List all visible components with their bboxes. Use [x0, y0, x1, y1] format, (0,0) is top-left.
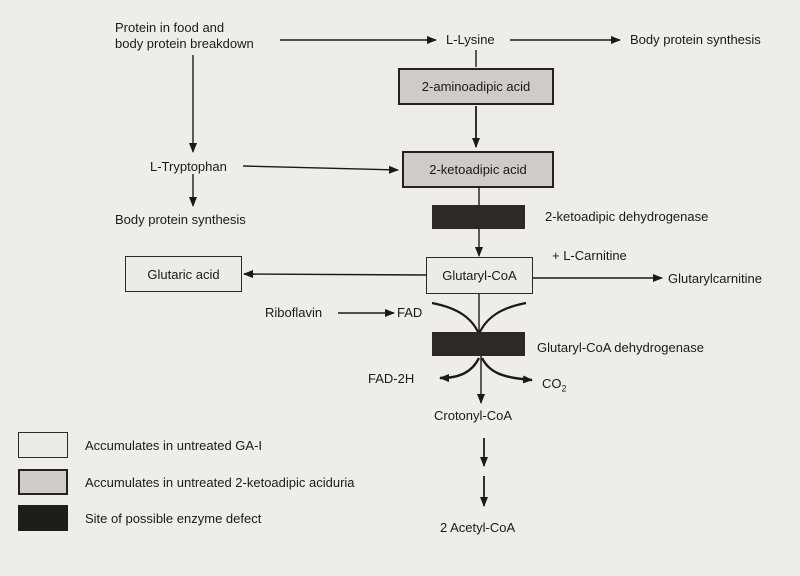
co2-subscript: 2: [561, 383, 567, 394]
curve-reaction-out: [477, 301, 527, 335]
legend-swatch-ga1: [18, 432, 68, 458]
legend-swatch-ketoadipic: [18, 469, 68, 495]
arrow-glutaryl-coa-to-glutaric-acid: [243, 270, 427, 279]
fad-2h-label: FAD-2H: [368, 371, 415, 386]
aminoadipic-acid-label: 2-aminoadipic acid: [421, 79, 531, 94]
glutarylcarnitine-label: Glutarylcarnitine: [668, 271, 762, 286]
l-lysine-label: L-Lysine: [446, 32, 495, 47]
l-tryptophan-label: L-Tryptophan: [150, 159, 227, 174]
legend-label-ga1: Accumulates in untreated GA-I: [85, 438, 263, 453]
legend-swatch-enzyme: [18, 505, 68, 531]
glutaric-acid-box: Glutaric acid: [125, 256, 242, 292]
curve-to-co2: [480, 357, 533, 384]
ketoadipic-dehydrogenase-block: [432, 205, 525, 229]
glutaryl-coa-box: Glutaryl-CoA: [426, 257, 533, 294]
curve-to-fad-2h: [439, 357, 481, 382]
legend-label-ketoadipic: Accumulates in untreated 2-ketoadipic ac…: [85, 475, 355, 490]
co2-base-text: CO: [542, 376, 562, 391]
acetyl-coa-label: 2 Acetyl-CoA: [440, 520, 516, 535]
crotonyl-coa-label: Crotonyl-CoA: [434, 408, 513, 423]
glutaryl-coa-dehydrogenase-block: [432, 332, 525, 356]
glutaryl-coa-dehydrogenase-label: Glutaryl-CoA dehydrogenase: [537, 340, 704, 355]
fad-label: FAD: [397, 305, 423, 320]
body-protein-synthesis-left-label: Body protein synthesis: [115, 212, 246, 227]
curve-fad-into-reaction: [431, 301, 481, 335]
riboflavin-label: Riboflavin: [265, 305, 323, 320]
ketoadipic-acid-box: 2-ketoadipic acid: [402, 151, 554, 188]
ketoadipic-dehydrogenase-label: 2-ketoadipic dehydrogenase: [545, 209, 709, 224]
arrow-tryptophan-to-ketoadipic: [242, 165, 399, 174]
aminoadipic-acid-box: 2-aminoadipic acid: [398, 68, 554, 105]
glutaryl-coa-label: Glutaryl-CoA: [442, 268, 517, 283]
glutaric-acid-label: Glutaric acid: [147, 266, 220, 282]
legend-label-enzyme: Site of possible enzyme defect: [85, 511, 262, 526]
body-protein-synthesis-top-label: Body protein synthesis: [630, 32, 761, 47]
protein-source-label: Protein in food and body protein breakdo…: [115, 20, 254, 51]
l-carnitine-label: + L-Carnitine: [552, 248, 627, 263]
co2-label: CO2: [542, 376, 567, 397]
ketoadipic-acid-label: 2-ketoadipic acid: [429, 162, 527, 177]
